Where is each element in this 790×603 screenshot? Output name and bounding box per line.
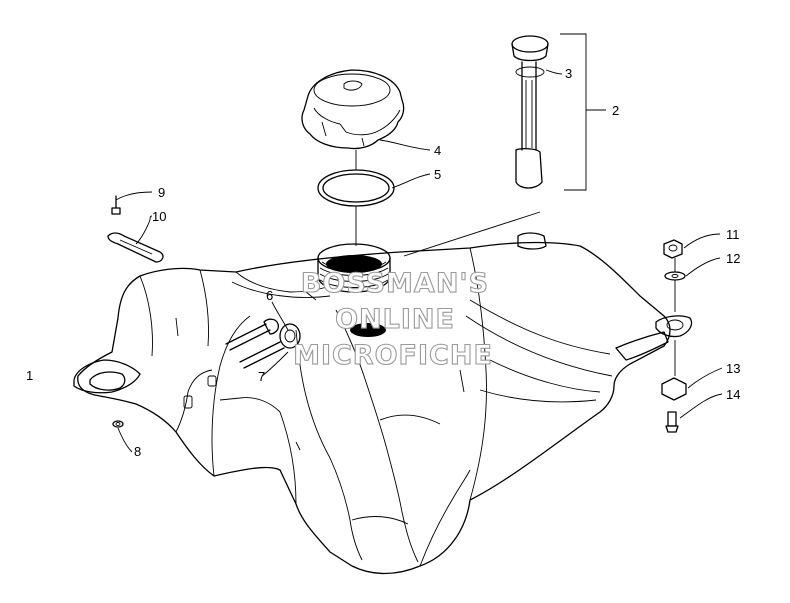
grommet-8	[112, 420, 124, 428]
callout-8: 8	[134, 444, 141, 459]
callout-3: 3	[565, 66, 572, 81]
callout-14: 14	[726, 387, 740, 402]
callout-5: 5	[434, 167, 441, 182]
bolt-6	[225, 318, 280, 351]
leader-lines	[115, 69, 723, 453]
fuel-gauge-assembly	[511, 35, 549, 189]
callout-11: 11	[726, 227, 740, 242]
watermark: BOSSMAN'S ONLINE MICROFICHE	[293, 267, 493, 371]
callout-2-bracket	[560, 33, 606, 191]
callout-1: 1	[26, 368, 33, 383]
callout-2: 2	[612, 103, 619, 118]
callout-labels: 1 2 3 4 5 6 7 8 9 10 11 12 13 14	[26, 66, 740, 459]
washer-12	[664, 271, 686, 281]
watermark-line-1: BOSSMAN'S	[301, 268, 489, 299]
strap-10	[107, 232, 164, 263]
gas-cap	[301, 69, 405, 150]
nut-11	[663, 239, 683, 259]
screw-9	[111, 195, 121, 215]
callout-4: 4	[434, 143, 441, 158]
callout-6: 6	[266, 288, 273, 303]
gasket-ring	[317, 169, 395, 207]
watermark-line-3: MICROFICHE	[293, 340, 493, 371]
fuel-tank	[73, 211, 693, 575]
nut-13	[661, 377, 687, 401]
callout-12: 12	[726, 251, 740, 266]
callout-10: 10	[152, 209, 166, 224]
callout-7: 7	[258, 369, 265, 384]
bolt-washer-7	[239, 323, 301, 369]
callout-9: 9	[158, 185, 165, 200]
watermark-line-2: ONLINE	[335, 304, 455, 335]
bolt-14	[665, 411, 679, 433]
callout-13: 13	[726, 361, 740, 376]
